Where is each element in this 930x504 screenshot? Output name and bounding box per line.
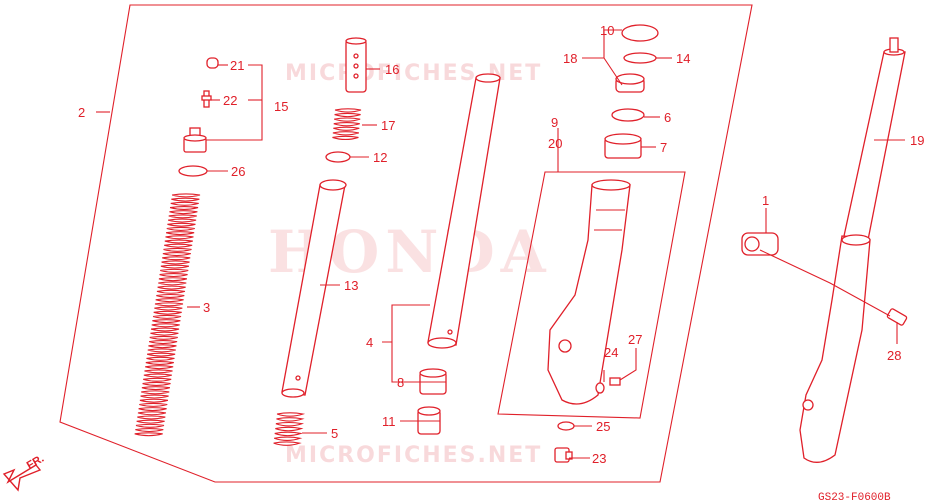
stopper-ring-part-14[interactable] [623,52,657,64]
callout-4: 4 [366,335,373,350]
callout-12: 12 [373,150,387,165]
damper-rod-part-13[interactable] [281,179,347,398]
callout-21: 21 [230,58,244,73]
slide-bushing-part-8[interactable] [419,368,447,395]
callout-28: 28 [887,348,901,363]
callout-20: 20 [548,136,562,151]
socket-bolt-part-23[interactable] [554,447,573,463]
callout-7: 7 [660,140,667,155]
fork-slider-part-9[interactable] [547,179,631,405]
sealing-washer-part-25[interactable] [557,421,575,431]
callout-18: 18 [563,51,577,66]
callout-11: 11 [382,414,396,429]
callout-15: 15 [274,99,288,114]
rebound-spring-part-17[interactable] [332,108,362,141]
valve-cap-part-21[interactable] [206,57,219,69]
air-valve-part-22[interactable] [201,90,212,108]
callout-23: 23 [592,451,606,466]
callout-24: 24 [604,345,618,360]
washer-part-24[interactable] [595,382,605,394]
callout-27: 27 [628,332,642,347]
site-watermark-top: MICROFICHES.NET [285,61,542,86]
back-up-ring-part-6[interactable] [611,108,645,122]
oil-seal-part-18[interactable] [615,73,645,93]
callout-19: 19 [910,133,924,148]
callout-1: 1 [762,193,769,208]
front-fork-assembly-part-19[interactable] [799,37,906,463]
fork-bolt-part-15[interactable] [183,127,207,153]
direction-label: FR. [25,453,46,472]
slider-group-box [497,171,686,419]
clamp-bolt-part-28[interactable] [886,308,908,326]
diagram-code: GS23-F0600B [818,492,891,504]
clamp-leader [759,249,891,317]
brake-hose-clamp-part-1[interactable] [741,232,779,256]
drain-bolt-part-27[interactable] [609,377,621,386]
callout-9: 9 [551,115,558,130]
o-ring-part-26[interactable] [178,165,208,177]
ring-part-12[interactable] [325,151,351,163]
callout-14: 14 [676,51,690,66]
inner-tube-part-4[interactable] [427,73,501,349]
callout-25: 25 [596,419,610,434]
callout-13: 13 [344,278,358,293]
spring-part-5[interactable] [273,412,306,446]
guide-bushing-part-7[interactable] [604,133,642,159]
callout-5: 5 [331,426,338,441]
callout-22: 22 [223,93,237,108]
callout-8: 8 [397,375,404,390]
site-watermark-bottom: MICROFICHES.NET [285,443,542,468]
callout-10: 10 [600,23,614,38]
dust-seal-part-10[interactable] [621,24,659,42]
guide-bushing-part-11[interactable] [417,406,441,435]
callout-3: 3 [203,300,210,315]
callout-leaders [96,29,905,459]
callout-2: 2 [78,105,85,120]
callout-26: 26 [231,164,245,179]
callout-17: 17 [381,118,395,133]
front-direction-arrow: FR. [2,453,46,492]
assembly-outline [59,4,753,483]
callout-6: 6 [664,110,671,125]
fork-spring-part-3[interactable] [134,193,201,437]
damper-piston-part-16[interactable] [345,37,367,93]
callout-labels: 2 3 21 22 15 26 16 17 12 13 5 4 8 11 10 … [78,23,924,466]
callout-16: 16 [385,62,399,77]
